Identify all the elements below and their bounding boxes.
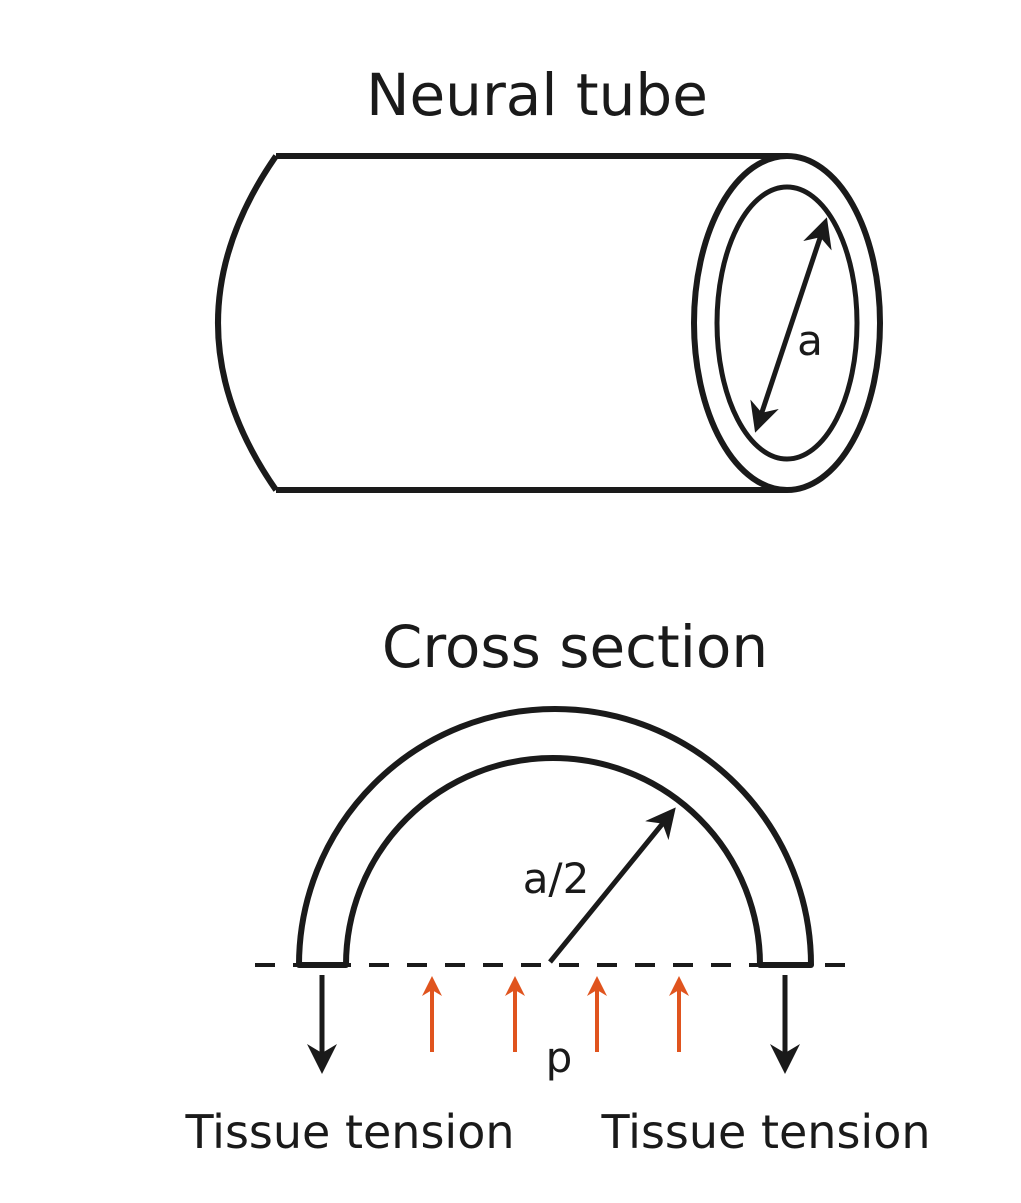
half-ring-wall [296, 706, 814, 968]
neural-tube-cylinder [215, 153, 883, 493]
cylinder-outer-opening [691, 153, 883, 493]
cylinder-inner-lumen [714, 184, 860, 462]
neural-tube-title: Neural tube [366, 61, 708, 129]
pressure-arrows [422, 976, 689, 1052]
diameter-arrow [750, 217, 832, 433]
tension-label-left: Tissue tension [184, 1105, 514, 1159]
tension-label-right: Tissue tension [600, 1105, 930, 1159]
radius-label: a/2 [523, 854, 590, 903]
cylinder-left-end [215, 154, 279, 492]
radius-arrow [548, 807, 676, 964]
pressure-label: p [546, 1033, 573, 1082]
cross-section-title: Cross section [382, 613, 768, 681]
diameter-label: a [797, 316, 823, 365]
